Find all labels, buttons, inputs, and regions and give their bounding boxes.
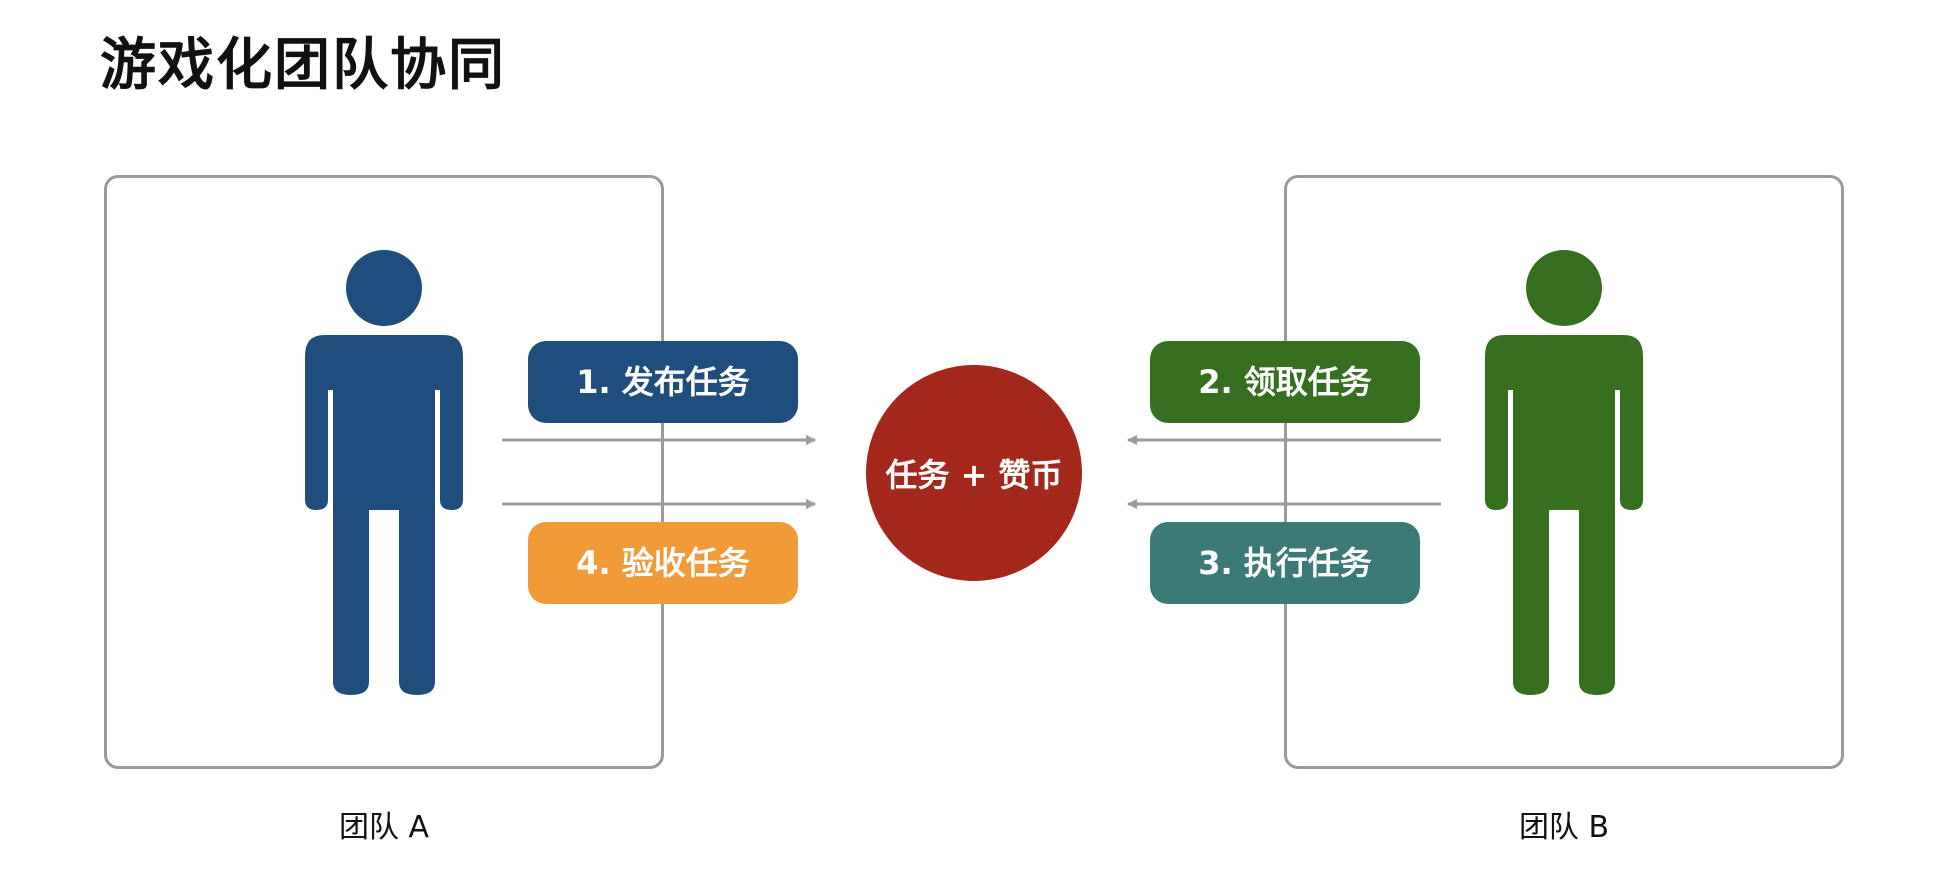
step-publish-task: 1. 发布任务 xyxy=(528,341,798,423)
person-body xyxy=(1485,335,1643,695)
page-title: 游戏化团队协同 xyxy=(100,33,506,98)
team-a-person-icon xyxy=(305,250,463,695)
step-claim-task: 2. 领取任务 xyxy=(1150,341,1420,423)
team-b-person-icon xyxy=(1485,250,1643,695)
step-execute-task: 3. 执行任务 xyxy=(1150,522,1420,604)
team-b-label: 团队 B xyxy=(1518,810,1610,845)
person-body xyxy=(305,335,463,695)
person-head xyxy=(1526,250,1602,326)
person-head xyxy=(346,250,422,326)
step-accept-task: 4. 验收任务 xyxy=(528,522,798,604)
team-b-box xyxy=(1284,175,1844,769)
team-a-label: 团队 A xyxy=(338,810,430,845)
team-a-box xyxy=(104,175,664,769)
task-coin-circle: 任务 + 赞币 xyxy=(866,365,1082,581)
